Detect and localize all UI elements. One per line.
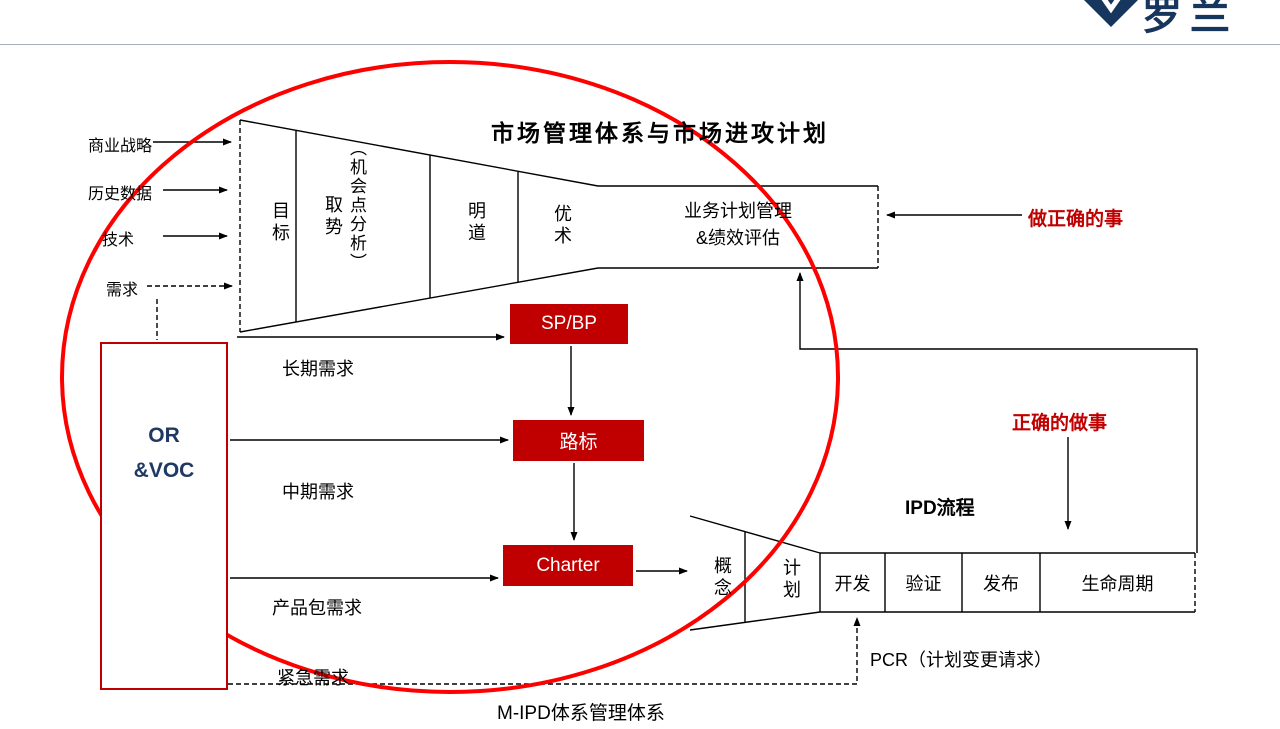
ipd-stage-plan: 计划 [781, 558, 801, 602]
funnel-stage-opportunity: （机会点分析） [347, 139, 366, 272]
ipd-stage-concept: 概念 [712, 556, 732, 600]
funnel-stage-trend: 取势 [323, 195, 343, 239]
header-divider [0, 44, 1280, 45]
funnel-stage-path: 明道 [466, 201, 486, 245]
demand-label-mid-term: 中期需求 [282, 482, 354, 502]
or-voc-line1: OR [148, 424, 180, 447]
input-label-historical-data: 历史数据 [88, 186, 153, 203]
ipd-stage-release: 发布 [983, 573, 1019, 594]
business-plan-box: 业务计划管理 &绩效评估 [640, 198, 836, 252]
ipd-stage-develop: 开发 [834, 573, 871, 594]
market-funnel-shape [239, 119, 879, 333]
mipd-label: M-IPD体系管理体系 [497, 703, 665, 724]
demand-label-urgent: 紧急需求 [277, 668, 349, 688]
red-emphasis-ellipse [60, 60, 840, 694]
funnel-stage-goal: 目标 [270, 201, 290, 245]
funnel-stage-tactics: 优术 [552, 204, 572, 248]
or-voc-line2: &VOC [133, 459, 195, 482]
pcr-dashed-route [228, 617, 861, 685]
or-voc-box: OR &VOC [100, 342, 228, 690]
charter-box: Charter [503, 545, 633, 586]
spbp-box: SP/BP [510, 304, 628, 344]
ipd-chain-shape [689, 515, 1196, 631]
roadmap-box: 路标 [513, 420, 644, 461]
business-plan-line1: 业务计划管理 [684, 201, 792, 221]
input-label-technology: 技术 [102, 232, 135, 249]
annotation-arrows [796, 211, 1198, 553]
pcr-label: PCR（计划变更请求） [870, 650, 1053, 670]
logo-diamond-icon [1084, 0, 1138, 27]
logo-text: 罗兰 [1142, 0, 1238, 38]
business-plan-line2: &绩效评估 [695, 228, 780, 248]
input-label-demand: 需求 [106, 282, 139, 299]
page-title: 市场管理体系与市场进攻计划 [491, 120, 829, 146]
input-label-business-strategy: 商业战略 [88, 138, 153, 155]
ipd-stage-lifecycle: 生命周期 [1081, 573, 1154, 594]
demand-label-package: 产品包需求 [272, 598, 362, 618]
ipd-process-title: IPD流程 [905, 498, 975, 519]
plan-flow-arrows [230, 333, 688, 582]
note-do-right-things: 做正确的事 [1028, 209, 1124, 230]
input-arrows [147, 138, 233, 340]
ipd-stage-verify: 验证 [905, 573, 942, 594]
note-do-things-right: 正确的做事 [1012, 413, 1108, 434]
demand-label-long-term: 长期需求 [282, 359, 354, 379]
